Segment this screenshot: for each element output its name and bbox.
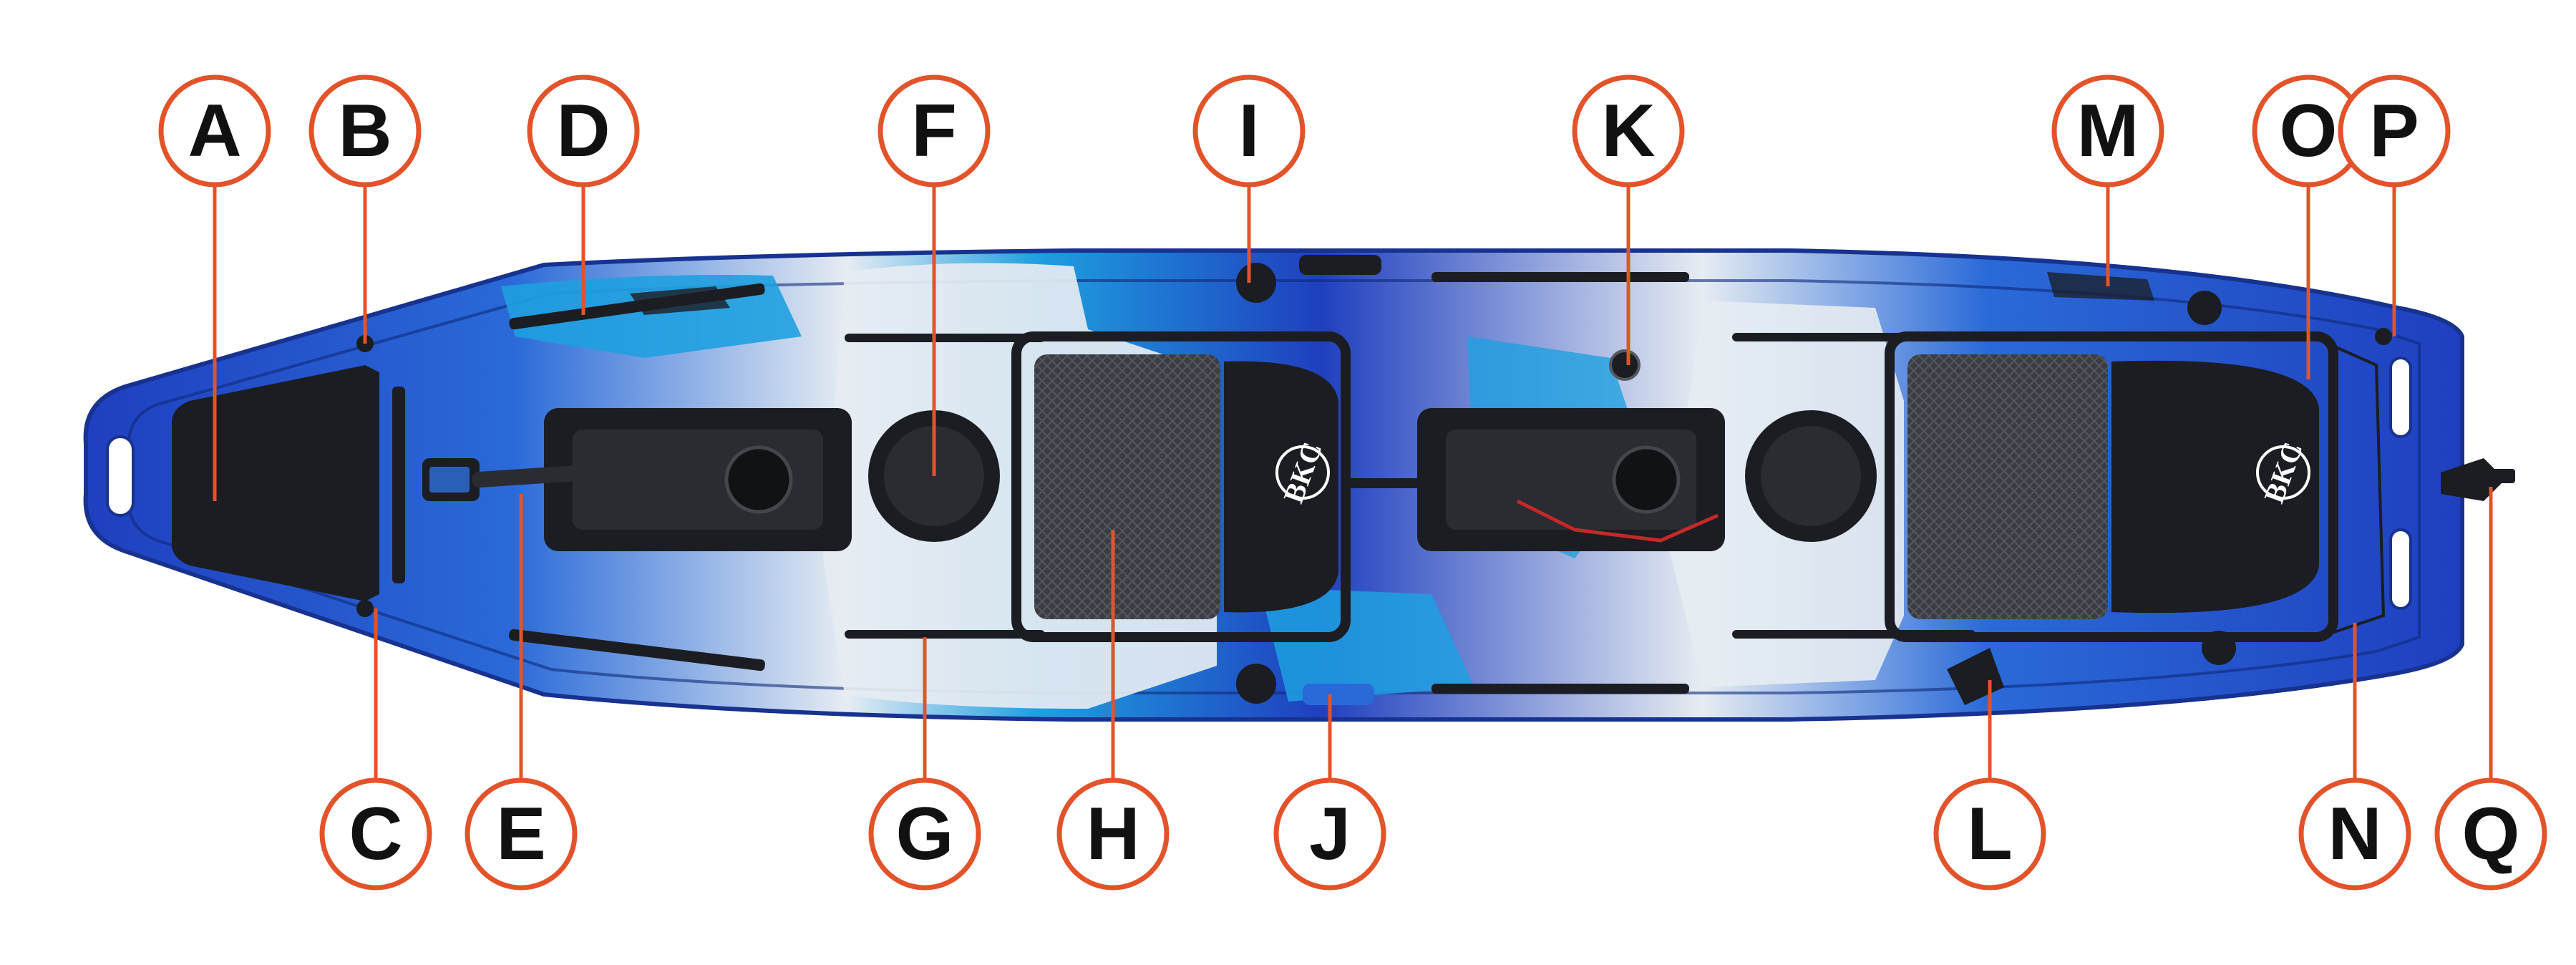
callout-o-label: O xyxy=(2280,89,2338,173)
callout-a: A xyxy=(158,74,271,188)
drive-cable xyxy=(1516,499,1719,543)
callout-l-label: L xyxy=(1967,792,2013,876)
carry-handle-bottom xyxy=(1303,684,1374,705)
callouts: A B C D E F G H I J K L M N O P Q xyxy=(158,74,2547,891)
center-connector xyxy=(1346,478,1432,488)
kayak-hull: BKC BKC xyxy=(83,248,2515,722)
callout-e-label: E xyxy=(496,792,545,876)
bow-deck-pad xyxy=(172,365,379,601)
callout-c-label: C xyxy=(349,792,402,876)
deck-fitting-p xyxy=(2375,328,2392,345)
gear-track-bow-bottom xyxy=(509,629,765,671)
callout-b-label: B xyxy=(338,89,392,173)
callout-q-label: Q xyxy=(2462,792,2520,876)
seat-mesh-rear xyxy=(1907,354,2108,619)
callout-h-label: H xyxy=(1086,792,1139,876)
seat-rail-front-bottom xyxy=(845,630,1045,639)
callout-j-label: J xyxy=(1309,792,1351,876)
carry-handle-top xyxy=(1299,255,1381,275)
gear-track-bow-top xyxy=(509,283,765,330)
bow-handle-slot xyxy=(106,435,135,517)
callout-m-label: M xyxy=(2077,89,2139,173)
drive-socket-rear xyxy=(1612,445,1681,514)
callout-n: N xyxy=(2298,777,2411,891)
callout-h: H xyxy=(1056,777,1170,891)
seat-rail-front-top xyxy=(845,334,1045,342)
scupper-plug xyxy=(1609,349,1641,381)
seat-back-rear xyxy=(2111,360,2319,614)
stern-bungee xyxy=(2311,335,2386,639)
callout-b: B xyxy=(308,74,422,188)
callout-k-label: K xyxy=(1601,89,1655,173)
seat-frame-rear xyxy=(1885,331,2338,642)
motor-tiller xyxy=(472,464,652,502)
callout-g-label: G xyxy=(896,792,954,876)
seat-logo-rear-badge xyxy=(2256,445,2310,500)
callout-k: K xyxy=(1572,74,1685,188)
stern-handle-slot-top xyxy=(2389,357,2412,438)
seat-logo-front-badge xyxy=(1275,445,1330,500)
callout-c: C xyxy=(319,777,432,891)
rod-holder-rear-top xyxy=(2187,291,2222,325)
callout-m: M xyxy=(2051,74,2164,188)
flush-rod-holder-bottom xyxy=(1236,664,1276,704)
deck-fitting-c xyxy=(356,600,374,617)
bow-pad-crossbar xyxy=(392,387,405,583)
camo-patch-cyan-3 xyxy=(1260,587,1474,702)
stern-handle-slot-bottom xyxy=(2389,528,2412,610)
callout-p-label: P xyxy=(2369,89,2419,173)
camo-patch-dark-2 xyxy=(2047,272,2154,301)
callout-i: I xyxy=(1192,74,1306,188)
callout-d-label: D xyxy=(556,89,610,173)
flush-rod-holder-top xyxy=(1236,263,1276,303)
gear-track-mid-top xyxy=(1432,272,1689,282)
callout-i-label: I xyxy=(1239,89,1260,173)
callout-n-label: N xyxy=(2328,792,2381,876)
callout-d: D xyxy=(527,74,640,188)
rudder-blade xyxy=(2484,469,2515,483)
callout-f: F xyxy=(878,74,991,188)
callout-g: G xyxy=(868,777,981,891)
gear-track-mid-bottom xyxy=(1432,684,1689,694)
callout-l: L xyxy=(1933,777,2046,891)
drive-socket-front xyxy=(724,445,793,514)
motor-controller-screen xyxy=(429,467,470,493)
seat-mesh-front xyxy=(1034,354,1220,619)
storage-hatch-rear-lid xyxy=(1761,426,1861,526)
callout-q: Q xyxy=(2434,777,2547,891)
callout-j: J xyxy=(1273,777,1386,891)
callout-f-label: F xyxy=(911,89,957,173)
callout-o: O xyxy=(2252,74,2365,188)
seat-frame-front xyxy=(1011,331,1351,642)
callout-e: E xyxy=(465,777,578,891)
rod-holder-rear-bottom xyxy=(2202,631,2236,665)
callout-a-label: A xyxy=(188,89,241,173)
callout-p: P xyxy=(2338,74,2451,188)
